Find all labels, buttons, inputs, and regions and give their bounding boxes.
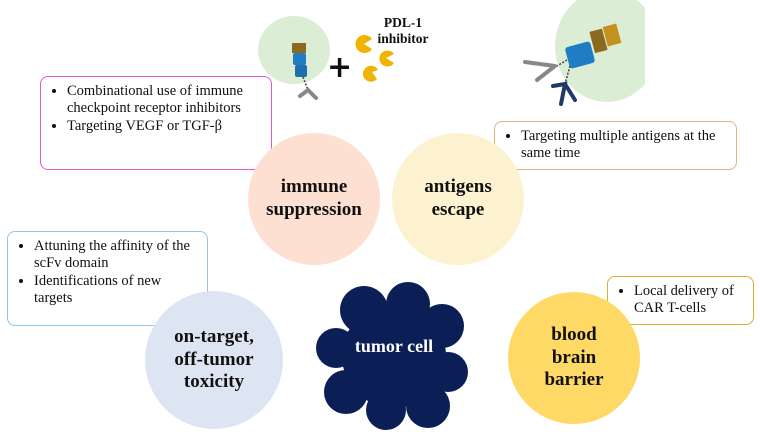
pdl1-label-line1: PDL-1 — [383, 15, 423, 30]
blood-brain-barrier-label: blood brain barrier — [544, 323, 604, 391]
antigens-escape-strategies-box: Targeting multiple antigens at the same … — [494, 121, 737, 170]
list-item: Targeting multiple antigens at the same … — [521, 128, 728, 163]
immune-suppression-circle: immune suppression — [248, 133, 380, 265]
tumor-cell: tumor cell — [316, 280, 472, 432]
immune-suppression-strategies-box: Combinational use of immune checkpoint r… — [40, 76, 272, 170]
toxicity-label: on-target, off-tumor toxicity — [174, 325, 254, 393]
antigens-escape-circle: antigens escape — [392, 133, 524, 265]
list-item: Identifications of new targets — [34, 273, 199, 308]
list-item: Attuning the affinity of the scFv domain — [34, 238, 199, 273]
toxicity-circle: on-target, off-tumor toxicity — [145, 291, 283, 429]
cart-cell-icon — [258, 16, 330, 100]
pdl1-label: PDL-1 inhibitor — [368, 15, 438, 46]
list-item: Combinational use of immune checkpoint r… — [67, 83, 263, 118]
plus-sign: + — [327, 50, 353, 85]
antigens-escape-label: antigens escape — [424, 176, 492, 220]
cart-cell-illustration-right — [515, 0, 659, 110]
pdl1-label-line2: inhibitor — [377, 30, 429, 46]
inhibitor-pacman-icons — [350, 30, 410, 90]
bbb-strategies-box: Local delivery of CAR T-cells — [607, 276, 754, 325]
cart-cell-illustration-left — [248, 10, 348, 110]
tumor-cell-label: tumor cell — [354, 336, 434, 356]
list-item: Local delivery of CAR T-cells — [634, 283, 745, 318]
blood-brain-barrier-circle: blood brain barrier — [508, 292, 640, 424]
list-item: Targeting VEGF or TGF-β — [67, 118, 263, 135]
immune-suppression-label: immune suppression — [266, 176, 362, 220]
tumor-cell-shape — [316, 282, 468, 430]
dual-car-tcell-icon — [523, 0, 659, 106]
